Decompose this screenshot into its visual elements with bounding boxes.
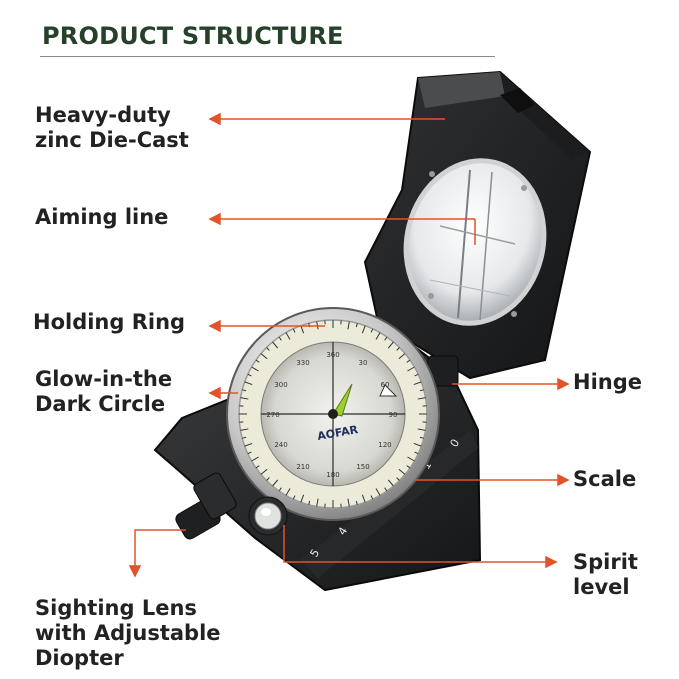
page-title: PRODUCT STRUCTURE <box>42 22 344 50</box>
dial-tick <box>406 359 411 363</box>
dial-tick <box>244 381 253 386</box>
dial-label: 270 <box>266 411 279 419</box>
dial-label: 300 <box>274 381 287 389</box>
dial-tick <box>300 325 305 334</box>
dial-label: 330 <box>296 359 309 367</box>
dial-label: 240 <box>274 441 287 449</box>
dial-tick <box>370 495 374 500</box>
dial-tick <box>396 347 400 351</box>
dial-tick <box>316 498 319 507</box>
annotation-pointers <box>128 112 570 578</box>
dial-tick <box>272 341 279 349</box>
dial-tick <box>361 494 366 503</box>
dial-tick <box>355 323 358 328</box>
dial-tick <box>384 336 388 341</box>
dial-label: 180 <box>326 471 339 479</box>
dial-tick <box>419 389 424 392</box>
dial-tick <box>244 442 253 447</box>
dial-tick <box>308 500 311 505</box>
dial-tick <box>398 468 406 475</box>
dial-tick <box>292 328 296 333</box>
dial-tick <box>278 336 282 341</box>
dial-tick <box>413 381 422 386</box>
dial-label: 60 <box>381 381 390 389</box>
dial-tick <box>406 465 411 469</box>
dial-tick <box>240 397 249 400</box>
dial-label: 210 <box>296 463 309 471</box>
dial-tick <box>414 451 419 455</box>
dial-tick <box>413 442 422 447</box>
dial-tick <box>375 332 381 340</box>
dial-tick <box>417 397 426 400</box>
dial-tick <box>387 479 394 487</box>
dial-label: 90 <box>389 411 398 419</box>
dial-tick <box>361 325 366 334</box>
dial-tick <box>419 436 424 439</box>
dial-tick <box>278 487 282 492</box>
dial-tick <box>300 494 305 503</box>
dial-tick <box>247 373 252 377</box>
dial-tick <box>417 428 426 431</box>
label-scale: Scale <box>573 467 637 491</box>
aiming-line-mark <box>457 169 471 319</box>
dial-tick <box>407 366 415 372</box>
dial-tick <box>387 341 394 349</box>
dial-label: 360 <box>326 351 339 359</box>
dial-tick <box>255 359 260 363</box>
dial-tick <box>240 428 249 431</box>
dial-tick <box>242 389 247 392</box>
label-spirit-level: Spirit level <box>573 550 638 599</box>
label-holding-ring: Holding Ring <box>33 310 186 334</box>
dial-label: 30 <box>359 359 368 367</box>
label-heavy-duty: Heavy-duty zinc Die-Cast <box>35 103 189 152</box>
dial-label: 150 <box>356 463 369 471</box>
label-sighting-lens: Sighting Lens with Adjustable Diopter <box>35 596 221 670</box>
dial-tick <box>347 321 350 330</box>
sighting-lens-knob <box>175 472 237 540</box>
dial-tick <box>260 468 268 475</box>
title-divider <box>40 56 495 57</box>
label-hinge: Hinge <box>573 370 642 394</box>
dial-tick <box>285 332 291 340</box>
dial-tick <box>260 353 268 360</box>
label-glow-circle: Glow-in-the Dark Circle <box>35 367 173 416</box>
dial-tick <box>355 500 358 505</box>
dial-tick <box>347 498 350 507</box>
dial-tick <box>255 465 260 469</box>
dial-tick <box>247 451 252 455</box>
dial-tick <box>384 487 388 492</box>
dial-tick <box>272 479 279 487</box>
dial-tick <box>266 347 270 351</box>
dial-tick <box>285 488 291 496</box>
dial-tick <box>251 456 259 462</box>
dial-tick <box>407 456 415 462</box>
dial-label: 120 <box>378 441 391 449</box>
dial-tick <box>266 477 270 481</box>
dial-tick <box>414 373 419 377</box>
dial-tick <box>251 366 259 372</box>
dial-tick <box>375 488 381 496</box>
dial-tick <box>396 477 400 481</box>
dial-tick <box>242 436 247 439</box>
label-aiming-line: Aiming line <box>35 205 169 229</box>
spirit-level <box>248 496 288 536</box>
dial-tick <box>398 353 406 360</box>
dial-tick <box>292 495 296 500</box>
dial-tick <box>370 328 374 333</box>
